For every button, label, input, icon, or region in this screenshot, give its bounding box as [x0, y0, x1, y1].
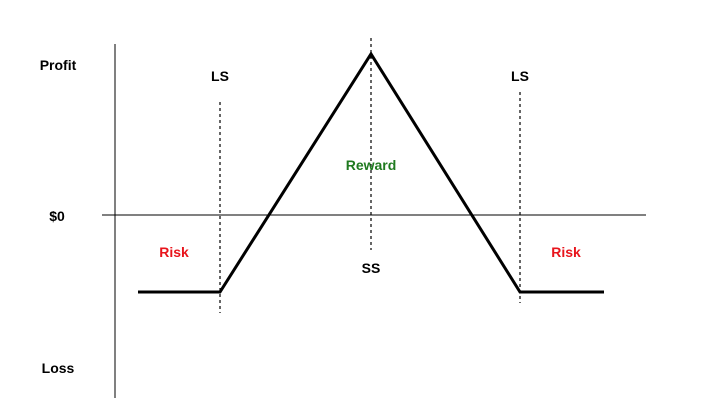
- loss-label: Loss: [42, 360, 75, 376]
- zero-label: $0: [49, 208, 65, 224]
- reward-label: Reward: [346, 157, 397, 173]
- risk-left-label: Risk: [159, 244, 189, 260]
- ls-left-label: LS: [211, 68, 229, 84]
- payoff-line: [138, 51, 604, 294]
- profit-label: Profit: [40, 57, 77, 73]
- ss-label: SS: [362, 260, 381, 276]
- risk-right-label: Risk: [551, 244, 581, 260]
- ls-right-label: LS: [511, 68, 529, 84]
